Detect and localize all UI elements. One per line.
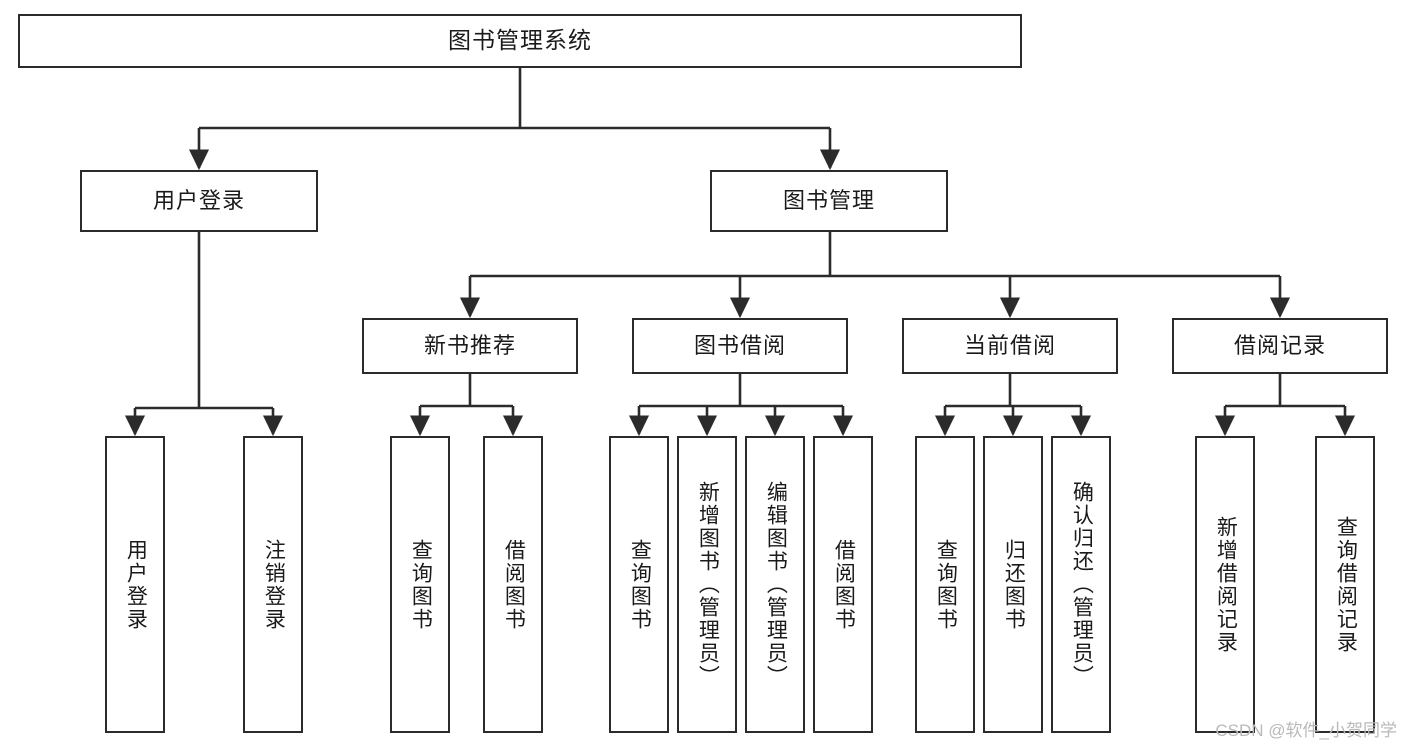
node-new-book-rec[interactable]: 新书推荐 — [362, 318, 578, 374]
node-book-borrow-label: 图书借阅 — [693, 332, 786, 358]
node-leaf-logout[interactable]: 注销登录 — [243, 436, 303, 733]
node-leaf-return-book[interactable]: 归还图书 — [983, 436, 1043, 733]
node-borrow-record[interactable]: 借阅记录 — [1172, 318, 1388, 374]
node-root-label: 图书管理系统 — [448, 27, 592, 54]
node-leaf-borrow-book-label: 借阅图书 — [832, 538, 856, 631]
node-leaf-query-book-rec[interactable]: 查询图书 — [390, 436, 450, 733]
node-book-manage[interactable]: 图书管理 — [710, 170, 948, 232]
node-leaf-edit-book[interactable]: 编辑图书（管理员） — [745, 436, 805, 733]
node-leaf-query-book-cur-label: 查询图书 — [934, 538, 958, 631]
node-new-book-rec-label: 新书推荐 — [423, 332, 516, 358]
node-leaf-return-book-label: 归还图书 — [1002, 538, 1026, 631]
node-current-borrow[interactable]: 当前借阅 — [902, 318, 1118, 374]
node-leaf-confirm-return[interactable]: 确认归还（管理员） — [1051, 436, 1111, 733]
node-user-login-label: 用户登录 — [152, 187, 245, 213]
node-leaf-confirm-return-label: 确认归还（管理员） — [1070, 481, 1094, 688]
node-leaf-query-record[interactable]: 查询借阅记录 — [1315, 436, 1375, 733]
node-leaf-edit-book-label: 编辑图书（管理员） — [764, 481, 788, 688]
node-leaf-add-record-label: 新增借阅记录 — [1214, 515, 1238, 654]
node-book-borrow[interactable]: 图书借阅 — [632, 318, 848, 374]
node-borrow-record-label: 借阅记录 — [1233, 332, 1326, 358]
node-leaf-borrow-book-rec-label: 借阅图书 — [502, 538, 526, 631]
node-leaf-borrow-book[interactable]: 借阅图书 — [813, 436, 873, 733]
node-leaf-add-book[interactable]: 新增图书（管理员） — [677, 436, 737, 733]
node-leaf-query-book-cur[interactable]: 查询图书 — [915, 436, 975, 733]
node-leaf-query-record-label: 查询借阅记录 — [1334, 515, 1358, 654]
node-leaf-user-login[interactable]: 用户登录 — [105, 436, 165, 733]
watermark-text: CSDN @软件_小贺同学 — [1215, 721, 1397, 740]
node-current-borrow-label: 当前借阅 — [963, 332, 1056, 358]
node-root[interactable]: 图书管理系统 — [18, 14, 1022, 68]
node-leaf-add-book-label: 新增图书（管理员） — [696, 481, 720, 688]
node-leaf-user-login-label: 用户登录 — [124, 538, 148, 631]
node-user-login[interactable]: 用户登录 — [80, 170, 318, 232]
node-leaf-logout-label: 注销登录 — [262, 538, 286, 631]
node-book-manage-label: 图书管理 — [782, 187, 875, 213]
node-leaf-query-book-label: 查询图书 — [628, 538, 652, 631]
node-leaf-borrow-book-rec[interactable]: 借阅图书 — [483, 436, 543, 733]
node-leaf-add-record[interactable]: 新增借阅记录 — [1195, 436, 1255, 733]
node-leaf-query-book-rec-label: 查询图书 — [409, 538, 433, 631]
node-leaf-query-book[interactable]: 查询图书 — [609, 436, 669, 733]
